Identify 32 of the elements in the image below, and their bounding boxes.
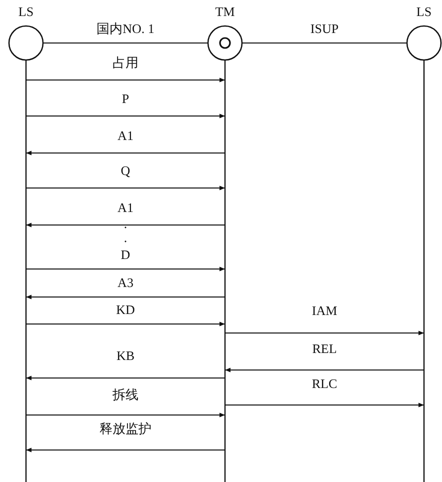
message-arrow (26, 266, 225, 272)
message-arrow (26, 222, 225, 228)
edge-label: 释放监护 (98, 421, 154, 436)
participant-label: TM (215, 4, 235, 19)
message-arrow (26, 150, 225, 156)
edge-label: 拆线 (110, 387, 140, 402)
participant-label: LS (416, 4, 432, 19)
edge-label: RLC (310, 376, 340, 391)
edge-label: A1 (116, 200, 136, 215)
message-arrow (26, 448, 225, 452)
trunk-line (242, 42, 407, 44)
message-arrow (26, 376, 225, 380)
message-arrow (26, 294, 225, 300)
ellipsis-dot: . (122, 216, 128, 231)
message-arrow (225, 402, 424, 408)
message-arrow (26, 78, 225, 82)
edge-label: 国内NO. 1 (94, 21, 156, 36)
message-arrow (26, 412, 225, 418)
message-arrow (26, 114, 225, 118)
edge-label: A1 (116, 128, 136, 143)
message-arrow (225, 330, 424, 336)
edge-label: A3 (116, 275, 136, 290)
message-arrow (225, 368, 424, 372)
message-arrow (26, 322, 225, 326)
participant-label: LS (18, 4, 34, 19)
edge-label: 占用 (110, 55, 140, 70)
edge-label: ISUP (308, 21, 341, 36)
ellipsis-dot: . (122, 230, 128, 245)
edge-label: Q (118, 163, 132, 178)
message-arrow (26, 186, 225, 190)
edge-label: IAM (310, 303, 340, 318)
trunk-line (43, 42, 208, 44)
